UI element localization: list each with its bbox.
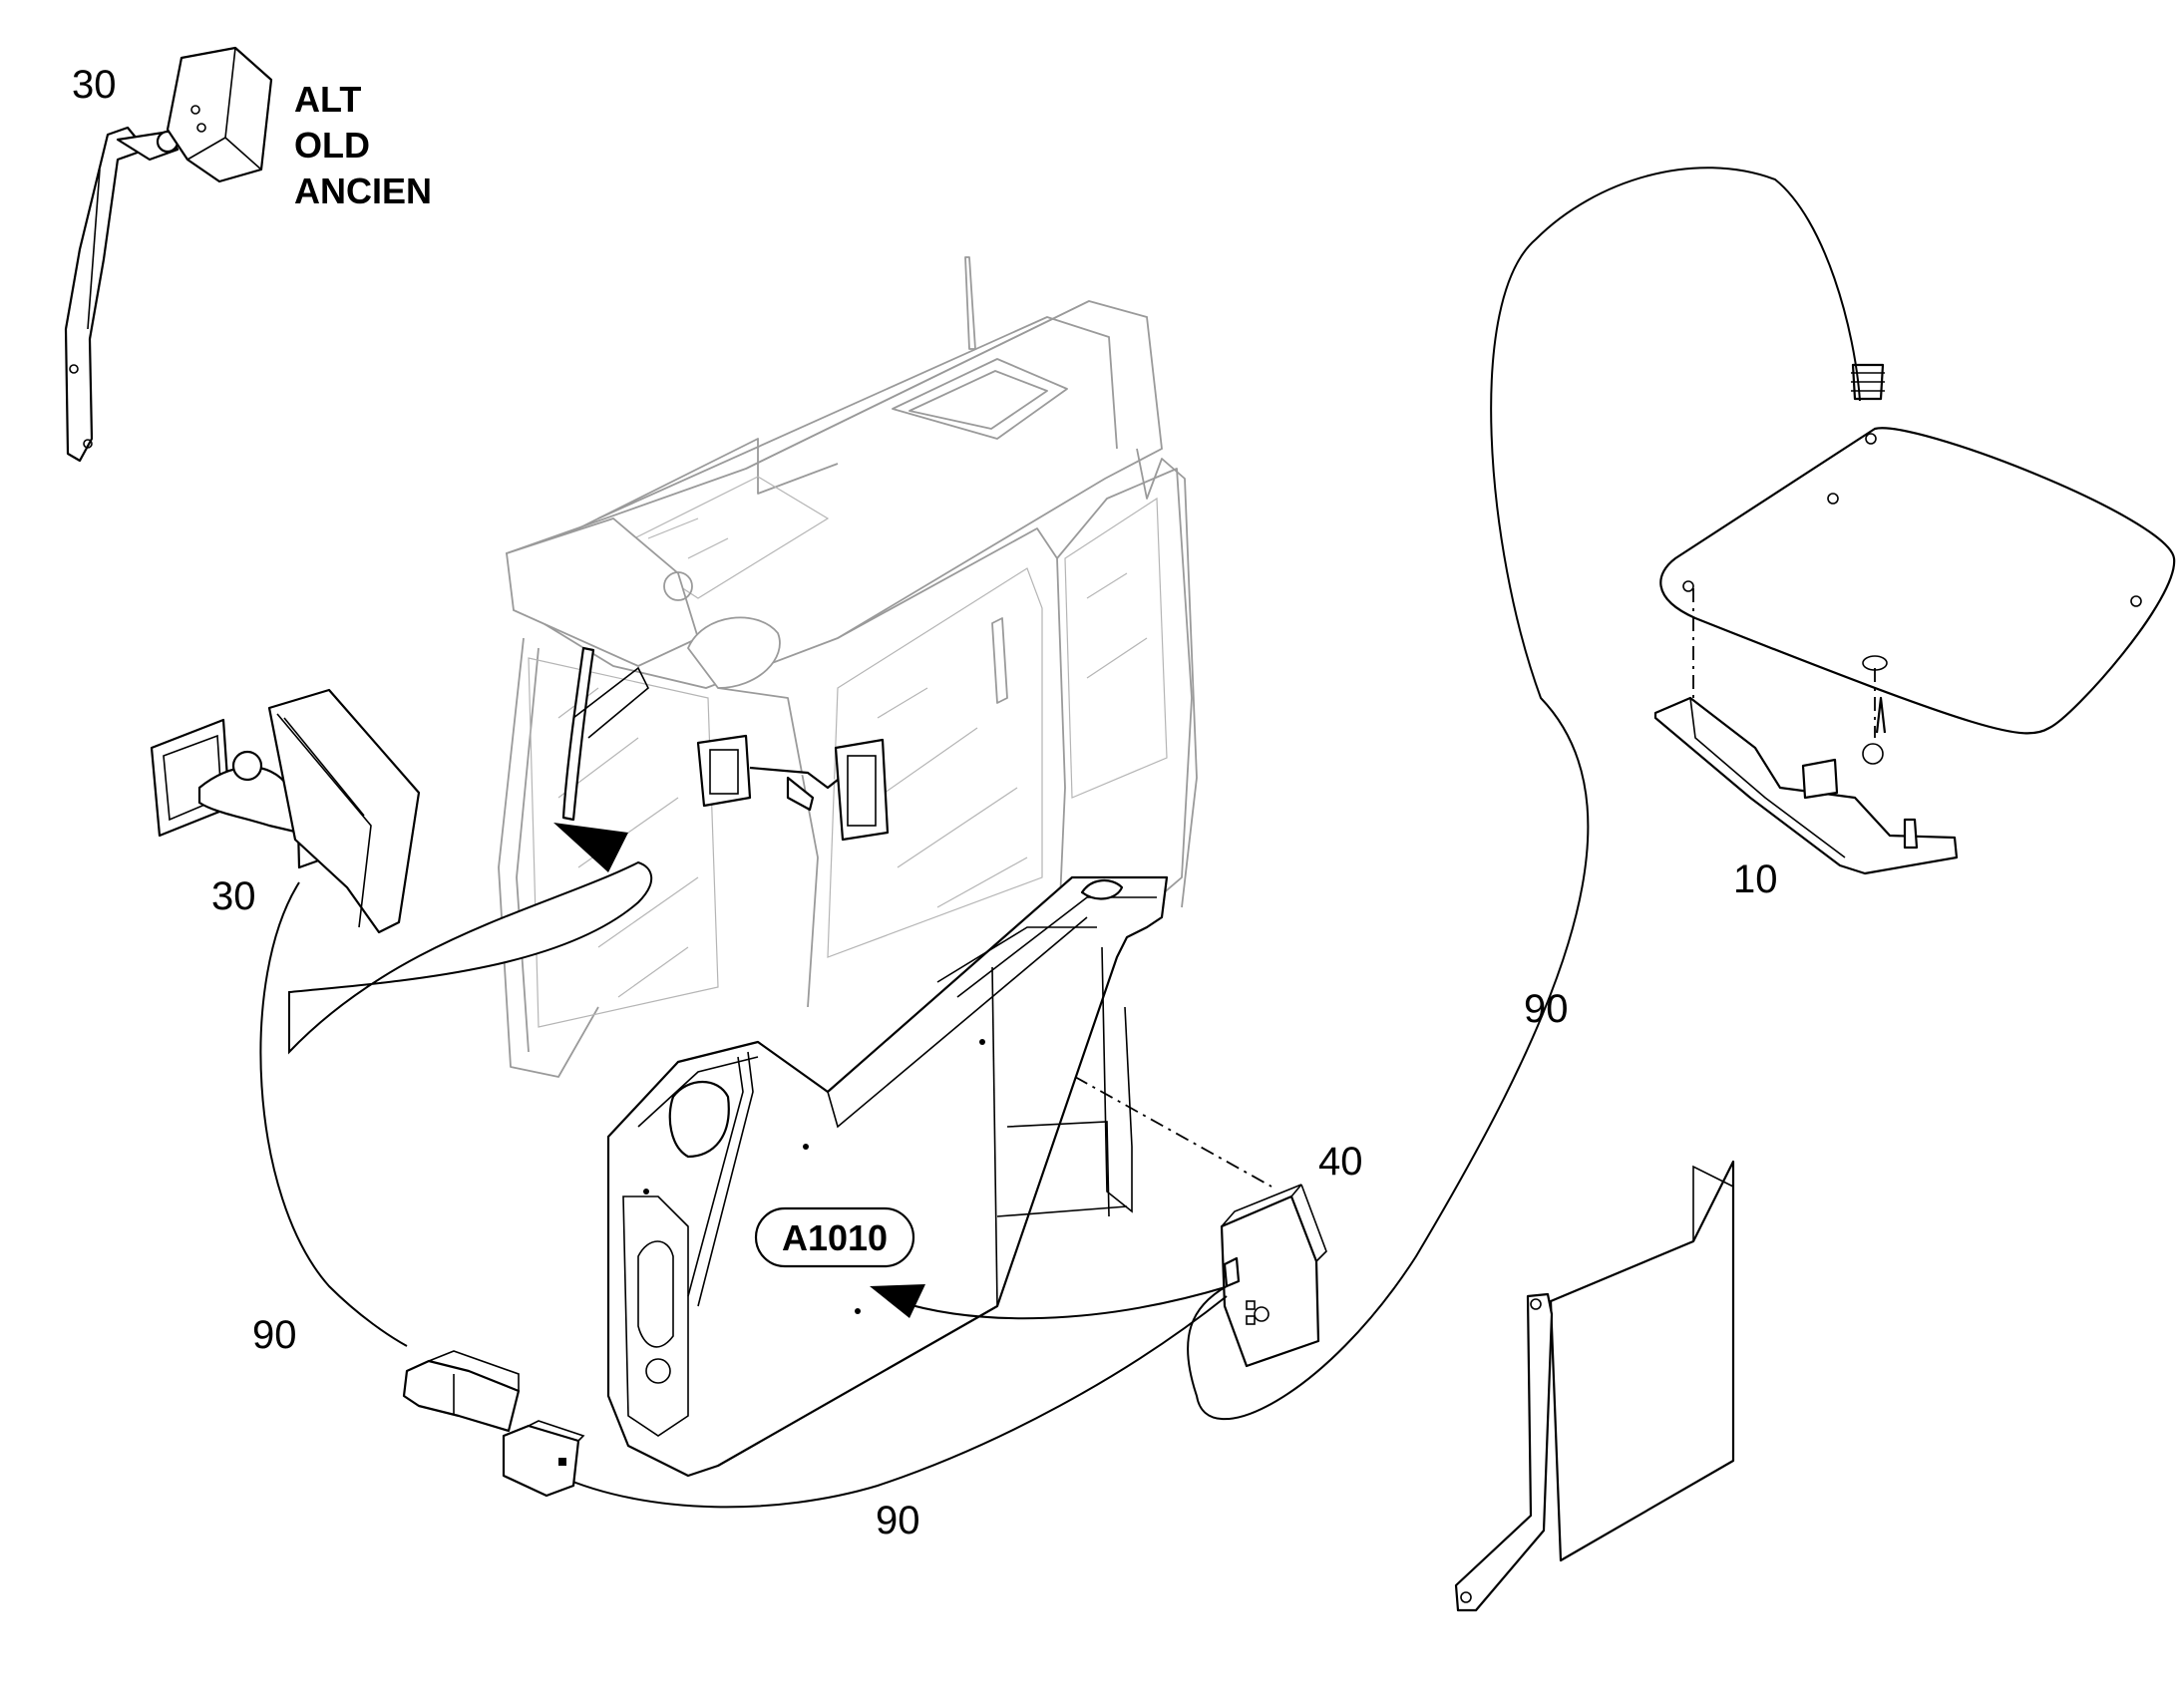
label-30-new-mirror: 30 — [211, 874, 256, 918]
cables — [259, 167, 1861, 1509]
cable-right — [1187, 167, 1861, 1421]
antenna-mount — [1653, 363, 2176, 875]
label-90-cable-right: 90 — [1524, 987, 1569, 1031]
callout-a1010-text: A1010 — [782, 1217, 888, 1258]
label-10-antenna-mount: 10 — [1733, 857, 1778, 901]
label-90-cable-left: 90 — [252, 1313, 297, 1357]
label-90-cable-bottom: 90 — [876, 1499, 920, 1542]
alt-note-line-3: ANCIEN — [294, 171, 432, 211]
console-housing — [606, 875, 1169, 1478]
shield-bracket — [1454, 1160, 1735, 1612]
cable-left — [259, 881, 408, 1347]
label-40-module: 40 — [1318, 1140, 1363, 1184]
callout-a1010: A1010 — [754, 1206, 1230, 1320]
cable-bottom — [557, 1295, 1228, 1509]
new-mirror-assembly — [150, 688, 421, 934]
alt-note-line-1: ALT — [294, 79, 361, 120]
control-module — [1220, 1184, 1327, 1368]
cab-outline — [288, 256, 1198, 1078]
old-mirror-assembly — [64, 46, 273, 463]
alt-note-line-2: OLD — [294, 125, 370, 166]
connector-pair — [402, 1350, 585, 1498]
label-30-old-mirror: 30 — [72, 63, 117, 107]
module-mounting-line — [1074, 1076, 1272, 1188]
alt-note: ALT OLD ANCIEN — [294, 79, 432, 211]
